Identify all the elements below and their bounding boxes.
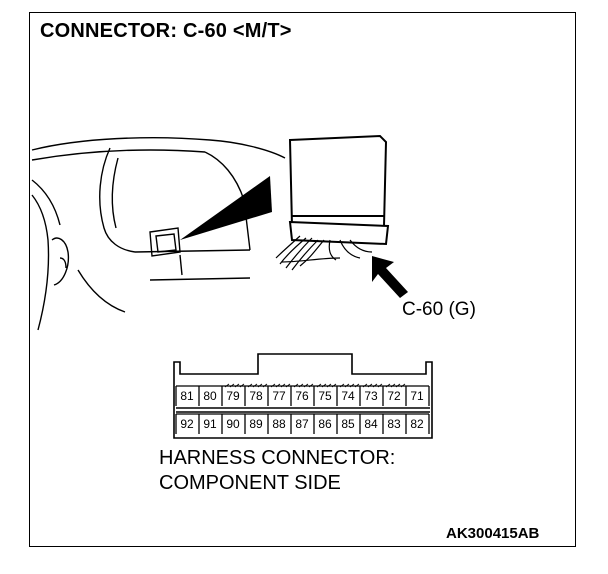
pin-bottom-87: 87	[295, 417, 309, 431]
connector-caption: HARNESS CONNECTOR: COMPONENT SIDE	[159, 446, 395, 496]
pin-top-76: 76	[295, 389, 309, 403]
pin-top-78: 78	[249, 389, 263, 403]
pin-top-71: 71	[410, 389, 424, 403]
pin-top-79: 79	[226, 389, 240, 403]
pin-bottom-88: 88	[272, 417, 286, 431]
diagram-title: CONNECTOR: C-60 <M/T>	[40, 20, 292, 42]
pin-top-74: 74	[341, 389, 355, 403]
caption-line-1: HARNESS CONNECTOR:	[159, 447, 396, 469]
pin-bottom-83: 83	[387, 417, 401, 431]
pointer-wedge	[180, 176, 272, 240]
pin-top-77: 77	[272, 389, 286, 403]
pin-bottom-92: 92	[180, 417, 194, 431]
diagram-frame	[29, 12, 576, 547]
pin-top-81: 81	[180, 389, 194, 403]
pin-top-75: 75	[318, 389, 332, 403]
callout-arrow	[372, 256, 408, 298]
pin-top-80: 80	[203, 389, 217, 403]
connector-callout-label: C-60 (G)	[402, 299, 476, 320]
ecu-module	[275, 134, 390, 271]
pin-bottom-82: 82	[410, 417, 424, 431]
pin-bottom-85: 85	[341, 417, 355, 431]
pin-top-73: 73	[364, 389, 378, 403]
caption-line-2: COMPONENT SIDE	[159, 472, 341, 494]
pin-bottom-89: 89	[249, 417, 263, 431]
pin-bottom-86: 86	[318, 417, 332, 431]
dashboard-outline	[31, 136, 286, 331]
pin-top-72: 72	[387, 389, 401, 403]
pin-bottom-90: 90	[226, 417, 240, 431]
pin-bottom-84: 84	[364, 417, 378, 431]
harness-connector	[173, 353, 433, 439]
pin-bottom-91: 91	[203, 417, 217, 431]
figure-code: AK300415AB	[446, 525, 540, 542]
